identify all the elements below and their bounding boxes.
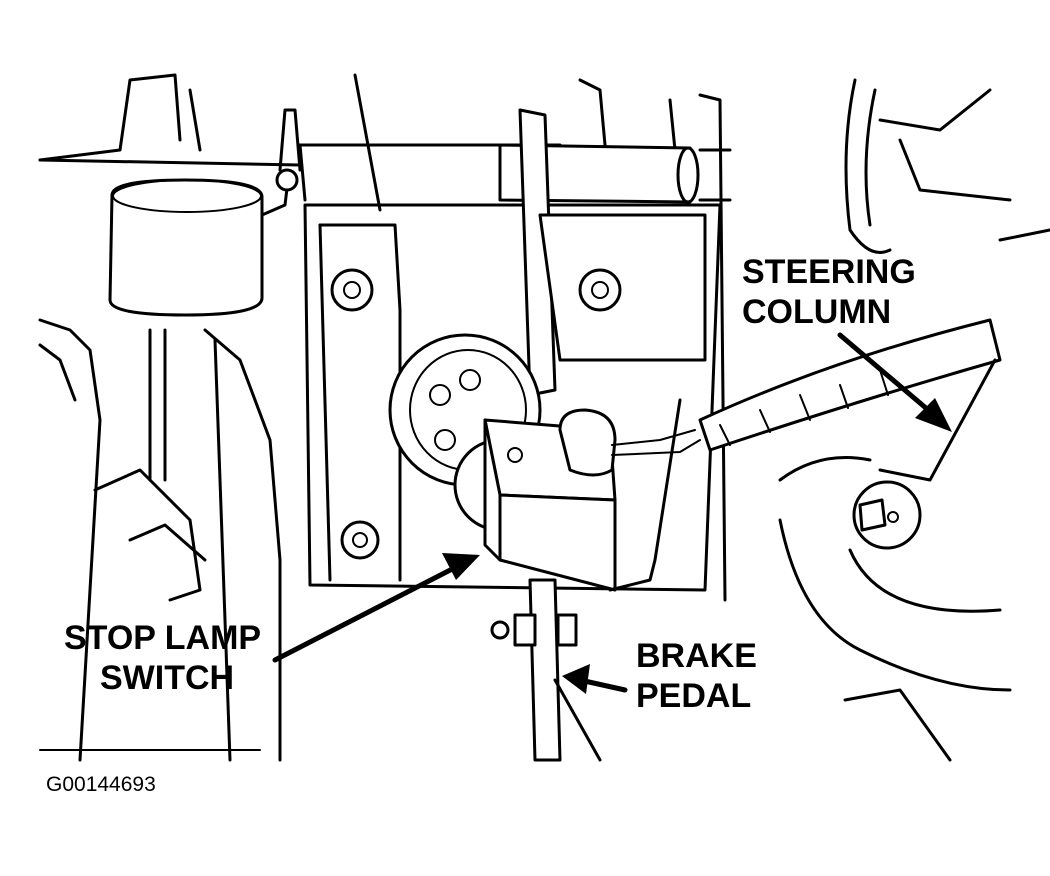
steering-column-label: STEERING COLUMN xyxy=(742,252,916,332)
steering-column-arrowhead xyxy=(915,398,952,432)
figure-id: G00144693 xyxy=(46,773,156,796)
brake-pedal-label: BRAKE PEDAL xyxy=(636,636,757,716)
left-dash-structure xyxy=(38,73,302,762)
brake-label-line2: PEDAL xyxy=(636,677,752,715)
callout-arrows xyxy=(272,332,952,694)
stop-lamp-switch-label: STOP LAMP SWITCH xyxy=(64,618,261,698)
brake-pedal-arm xyxy=(490,398,682,762)
steering-column xyxy=(698,78,1050,762)
stop-label-line1: STOP LAMP xyxy=(64,619,262,657)
steering-column-arrow xyxy=(837,332,943,423)
steering-label-line1: STEERING xyxy=(742,253,916,291)
stop-lamp-switch-arrowhead xyxy=(442,553,480,580)
pivot-shaft xyxy=(498,108,732,397)
stop-label-line2: SWITCH xyxy=(100,659,235,697)
steering-label-line2: COLUMN xyxy=(742,293,892,331)
stop-lamp-switch-arrow xyxy=(272,562,463,663)
brake-label-line1: BRAKE xyxy=(636,637,757,675)
brake-pedal-arrowhead xyxy=(562,664,590,694)
